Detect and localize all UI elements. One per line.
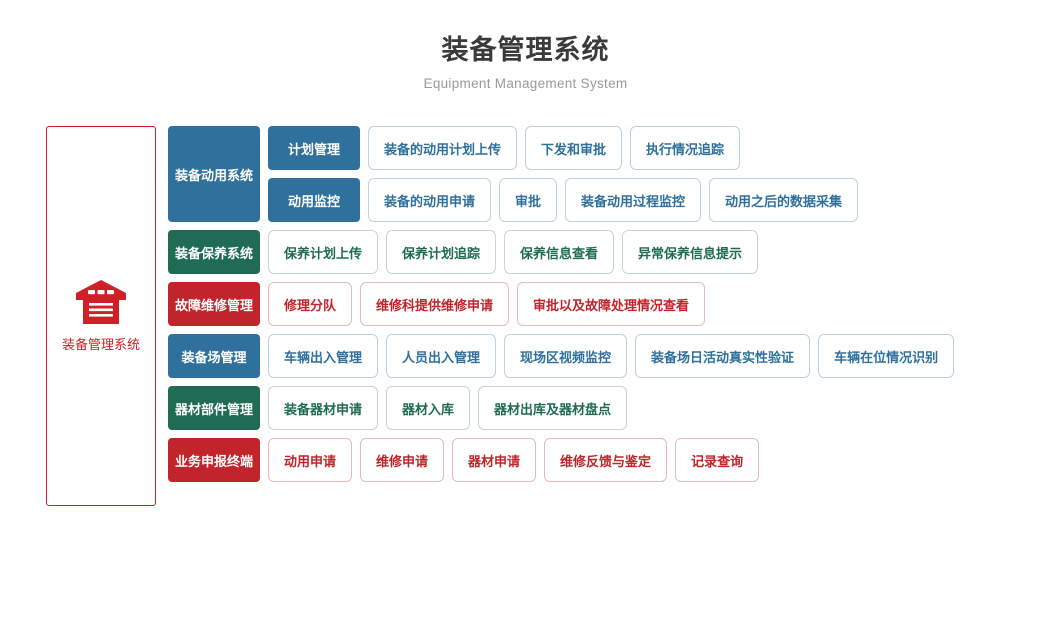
subsystem-category[interactable]: 业务申报终端 <box>168 438 260 482</box>
leaf-node[interactable]: 异常保养信息提示 <box>622 230 759 274</box>
system-architecture-diagram: 装备管理系统 装备动用系统计划管理装备的动用计划上传下发和审批执行情况追踪动用监… <box>0 126 1051 506</box>
subsystem-row: 装备场管理车辆出入管理人员出入管理现场区视频监控装备场日活动真实性验证车辆在位情… <box>168 334 955 378</box>
leaf-node[interactable]: 审批 <box>499 178 558 222</box>
root-system-panel[interactable]: 装备管理系统 <box>46 126 156 506</box>
leaf-node[interactable]: 车辆出入管理 <box>268 334 379 378</box>
subsystem-subrow: 动用监控装备的动用申请审批装备动用过程监控动用之后的数据采集 <box>268 178 954 222</box>
leaf-node[interactable]: 保养计划上传 <box>268 230 379 274</box>
subsystem-row: 器材部件管理装备器材申请器材入库器材出库及器材盘点 <box>168 386 954 430</box>
leaf-node[interactable]: 维修科提供维修申请 <box>360 282 510 326</box>
subsystem-category[interactable]: 故障维修管理 <box>168 282 260 326</box>
subsystem-subrow: 保养计划上传保养计划追踪保养信息查看异常保养信息提示 <box>268 230 759 274</box>
leaf-node[interactable]: 下发和审批 <box>525 126 623 170</box>
subsystem-category[interactable]: 装备动用系统 <box>168 126 260 222</box>
leaf-node[interactable]: 人员出入管理 <box>386 334 497 378</box>
subsystem-subcategory[interactable]: 动用监控 <box>268 178 360 222</box>
subsystem-subrow: 修理分队维修科提供维修申请审批以及故障处理情况查看 <box>268 282 706 326</box>
subsystem-subrow: 计划管理装备的动用计划上传下发和审批执行情况追踪 <box>268 126 954 170</box>
leaf-node[interactable]: 维修反馈与鉴定 <box>544 438 668 482</box>
root-system-label: 装备管理系统 <box>61 337 140 352</box>
leaf-node[interactable]: 保养计划追踪 <box>386 230 497 274</box>
subsystem-subrows: 计划管理装备的动用计划上传下发和审批执行情况追踪动用监控装备的动用申请审批装备动… <box>268 126 954 222</box>
subsystem-subcategory[interactable]: 计划管理 <box>268 126 360 170</box>
leaf-node[interactable]: 车辆在位情况识别 <box>818 334 955 378</box>
subsystem-subrow: 动用申请维修申请器材申请维修反馈与鉴定记录查询 <box>268 438 760 482</box>
leaf-node[interactable]: 维修申请 <box>360 438 445 482</box>
subsystem-row: 业务申报终端动用申请维修申请器材申请维修反馈与鉴定记录查询 <box>168 438 954 482</box>
subsystem-subrow: 车辆出入管理人员出入管理现场区视频监控装备场日活动真实性验证车辆在位情况识别 <box>268 334 955 378</box>
leaf-node[interactable]: 动用申请 <box>268 438 353 482</box>
leaf-node[interactable]: 修理分队 <box>268 282 353 326</box>
page-header: 装备管理系统 Equipment Management System <box>0 0 1051 91</box>
page-subtitle: Equipment Management System <box>423 75 628 91</box>
leaf-node[interactable]: 动用之后的数据采集 <box>709 178 859 222</box>
subsystem-row: 装备保养系统保养计划上传保养计划追踪保养信息查看异常保养信息提示 <box>168 230 954 274</box>
subsystem-row: 故障维修管理修理分队维修科提供维修申请审批以及故障处理情况查看 <box>168 282 954 326</box>
leaf-node[interactable]: 器材入库 <box>386 386 471 430</box>
leaf-node[interactable]: 记录查询 <box>675 438 760 482</box>
subsystem-category[interactable]: 装备场管理 <box>168 334 260 378</box>
subsystem-row: 装备动用系统计划管理装备的动用计划上传下发和审批执行情况追踪动用监控装备的动用申… <box>168 126 954 222</box>
subsystem-category[interactable]: 装备保养系统 <box>168 230 260 274</box>
subsystem-category[interactable]: 器材部件管理 <box>168 386 260 430</box>
leaf-node[interactable]: 现场区视频监控 <box>504 334 628 378</box>
leaf-node[interactable]: 器材申请 <box>452 438 537 482</box>
leaf-node[interactable]: 装备动用过程监控 <box>565 178 702 222</box>
page-title: 装备管理系统 <box>441 35 610 65</box>
subsystem-subrow: 装备器材申请器材入库器材出库及器材盘点 <box>268 386 628 430</box>
warehouse-icon <box>76 280 126 324</box>
subsystem-rows: 装备动用系统计划管理装备的动用计划上传下发和审批执行情况追踪动用监控装备的动用申… <box>168 126 955 490</box>
leaf-node[interactable]: 器材出库及器材盘点 <box>478 386 628 430</box>
leaf-node[interactable]: 装备器材申请 <box>268 386 379 430</box>
leaf-node[interactable]: 执行情况追踪 <box>630 126 741 170</box>
leaf-node[interactable]: 审批以及故障处理情况查看 <box>517 282 706 326</box>
leaf-node[interactable]: 装备的动用计划上传 <box>368 126 518 170</box>
leaf-node[interactable]: 装备场日活动真实性验证 <box>635 334 811 378</box>
leaf-node[interactable]: 保养信息查看 <box>504 230 615 274</box>
leaf-node[interactable]: 装备的动用申请 <box>368 178 492 222</box>
